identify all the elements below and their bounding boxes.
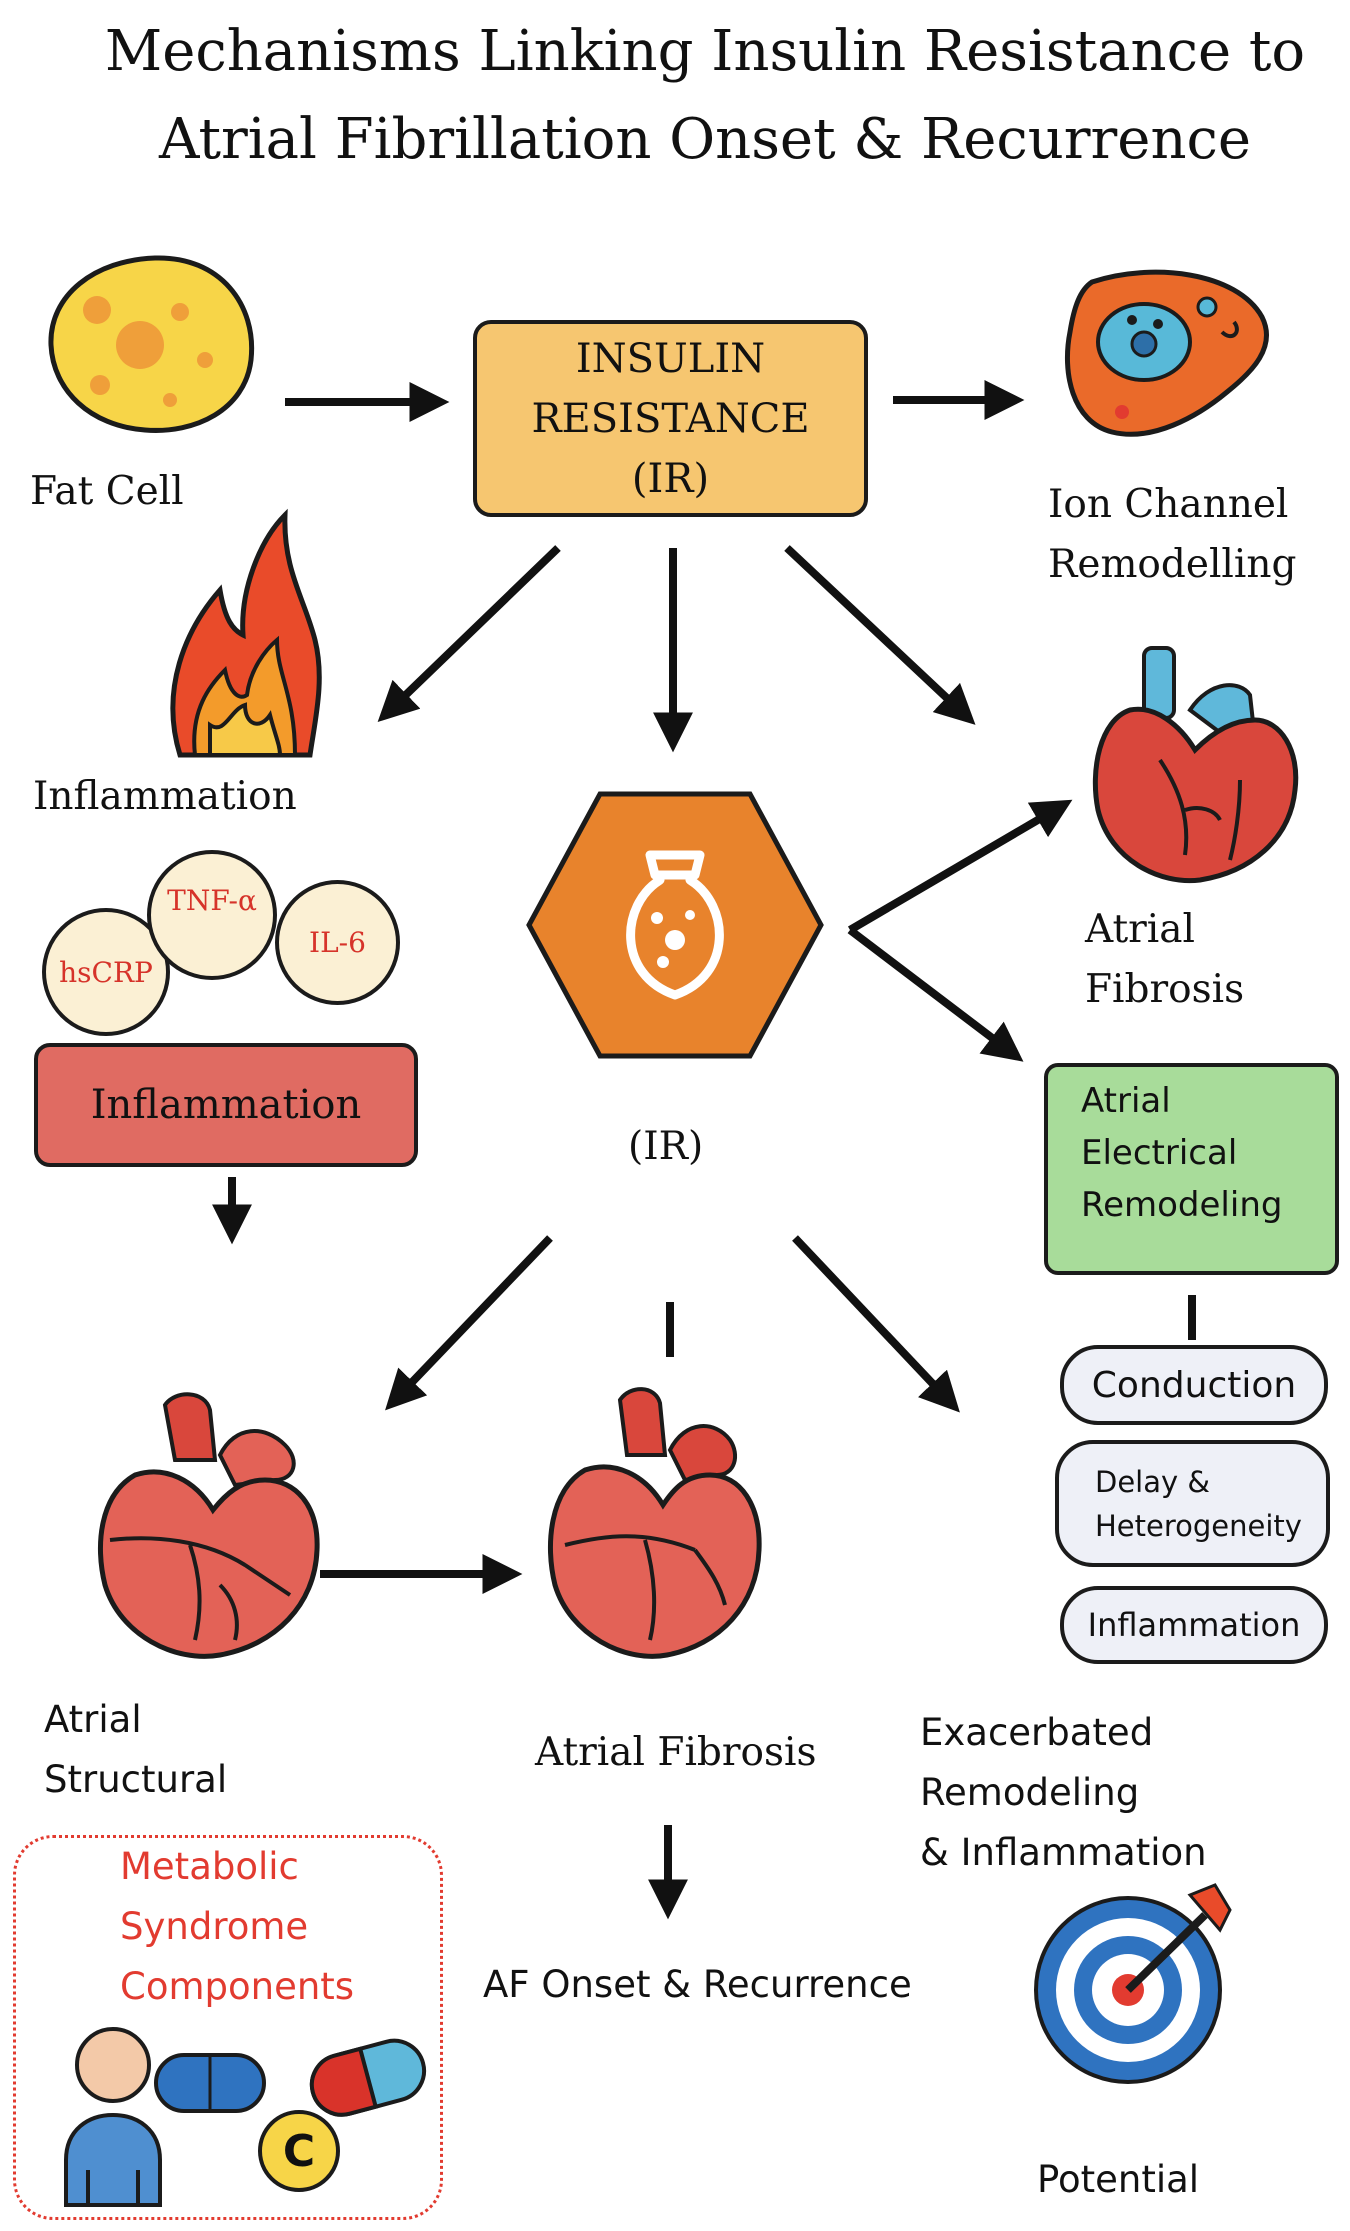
arrow-to-structural	[385, 1235, 553, 1411]
atrial-structural-label: Atrial Structural	[44, 1698, 228, 1801]
af-onset-label: AF Onset & Recurrence	[483, 1963, 912, 2006]
inflammation-box: Inflammation	[34, 1043, 418, 1167]
pill-conduction: Conduction	[1060, 1345, 1328, 1425]
fat-cell-icon	[48, 255, 255, 433]
arrow-ir-to-inflammation	[377, 545, 561, 722]
c-coin-icon: C	[258, 2110, 340, 2192]
capsule-icon	[309, 2038, 427, 2117]
heart-icon-center	[548, 1387, 762, 1659]
exacerbated-label: Exacerbated Remodeling & Inflammation	[920, 1711, 1207, 1874]
heart-icon-left	[98, 1392, 320, 1659]
atrial-electrical-box: Atrial Electrical Remodeling	[1044, 1063, 1339, 1275]
insulin-resistance-box: INSULIN RESISTANCE (IR)	[473, 320, 868, 517]
flame-icon	[170, 508, 322, 758]
marker-il6: IL-6	[275, 880, 400, 1005]
inflammation-top-label: Inflammation	[33, 774, 297, 819]
arrow-hex-to-fibrosis	[847, 799, 1073, 934]
cell-icon	[1065, 269, 1269, 437]
pill-delay: Delay & Heterogeneity	[1055, 1440, 1330, 1567]
diagram-title: Mechanisms Linking Insulin Resistance to…	[104, 19, 1306, 172]
metabolic-syndrome-label: Metabolic Syndrome Components	[120, 1845, 355, 2008]
arrow-to-exacerbated	[792, 1235, 960, 1413]
person-icon	[64, 2027, 162, 2207]
ir-center-label: (IR)	[628, 1124, 704, 1169]
ion-channel-label: Ion Channel Remodelling	[1048, 482, 1297, 587]
arrow-hex-to-electrical	[847, 926, 1024, 1062]
heart-icon-right	[1092, 646, 1299, 884]
blue-pill-icon	[154, 2053, 266, 2113]
arrow-ir-to-fibrosis	[784, 545, 976, 725]
target-icon	[1034, 1883, 1232, 2084]
fat-cell-label: Fat Cell	[30, 469, 184, 514]
marker-tnf-alpha: TNF-α	[147, 850, 277, 980]
flask-icon	[626, 850, 724, 1000]
insulin-resistance-label: INSULIN RESISTANCE (IR)	[531, 335, 810, 502]
pill-inflammation: Inflammation	[1060, 1586, 1328, 1664]
atrial-fibrosis-right-label: Atrial Fibrosis	[1085, 907, 1245, 1012]
metabolic-syndrome-box	[13, 1835, 443, 2220]
ir-hexagon	[526, 791, 824, 1059]
potential-label: Potential	[1037, 2158, 1200, 2201]
atrial-fibrosis-center-label: Atrial Fibrosis	[535, 1730, 817, 1775]
